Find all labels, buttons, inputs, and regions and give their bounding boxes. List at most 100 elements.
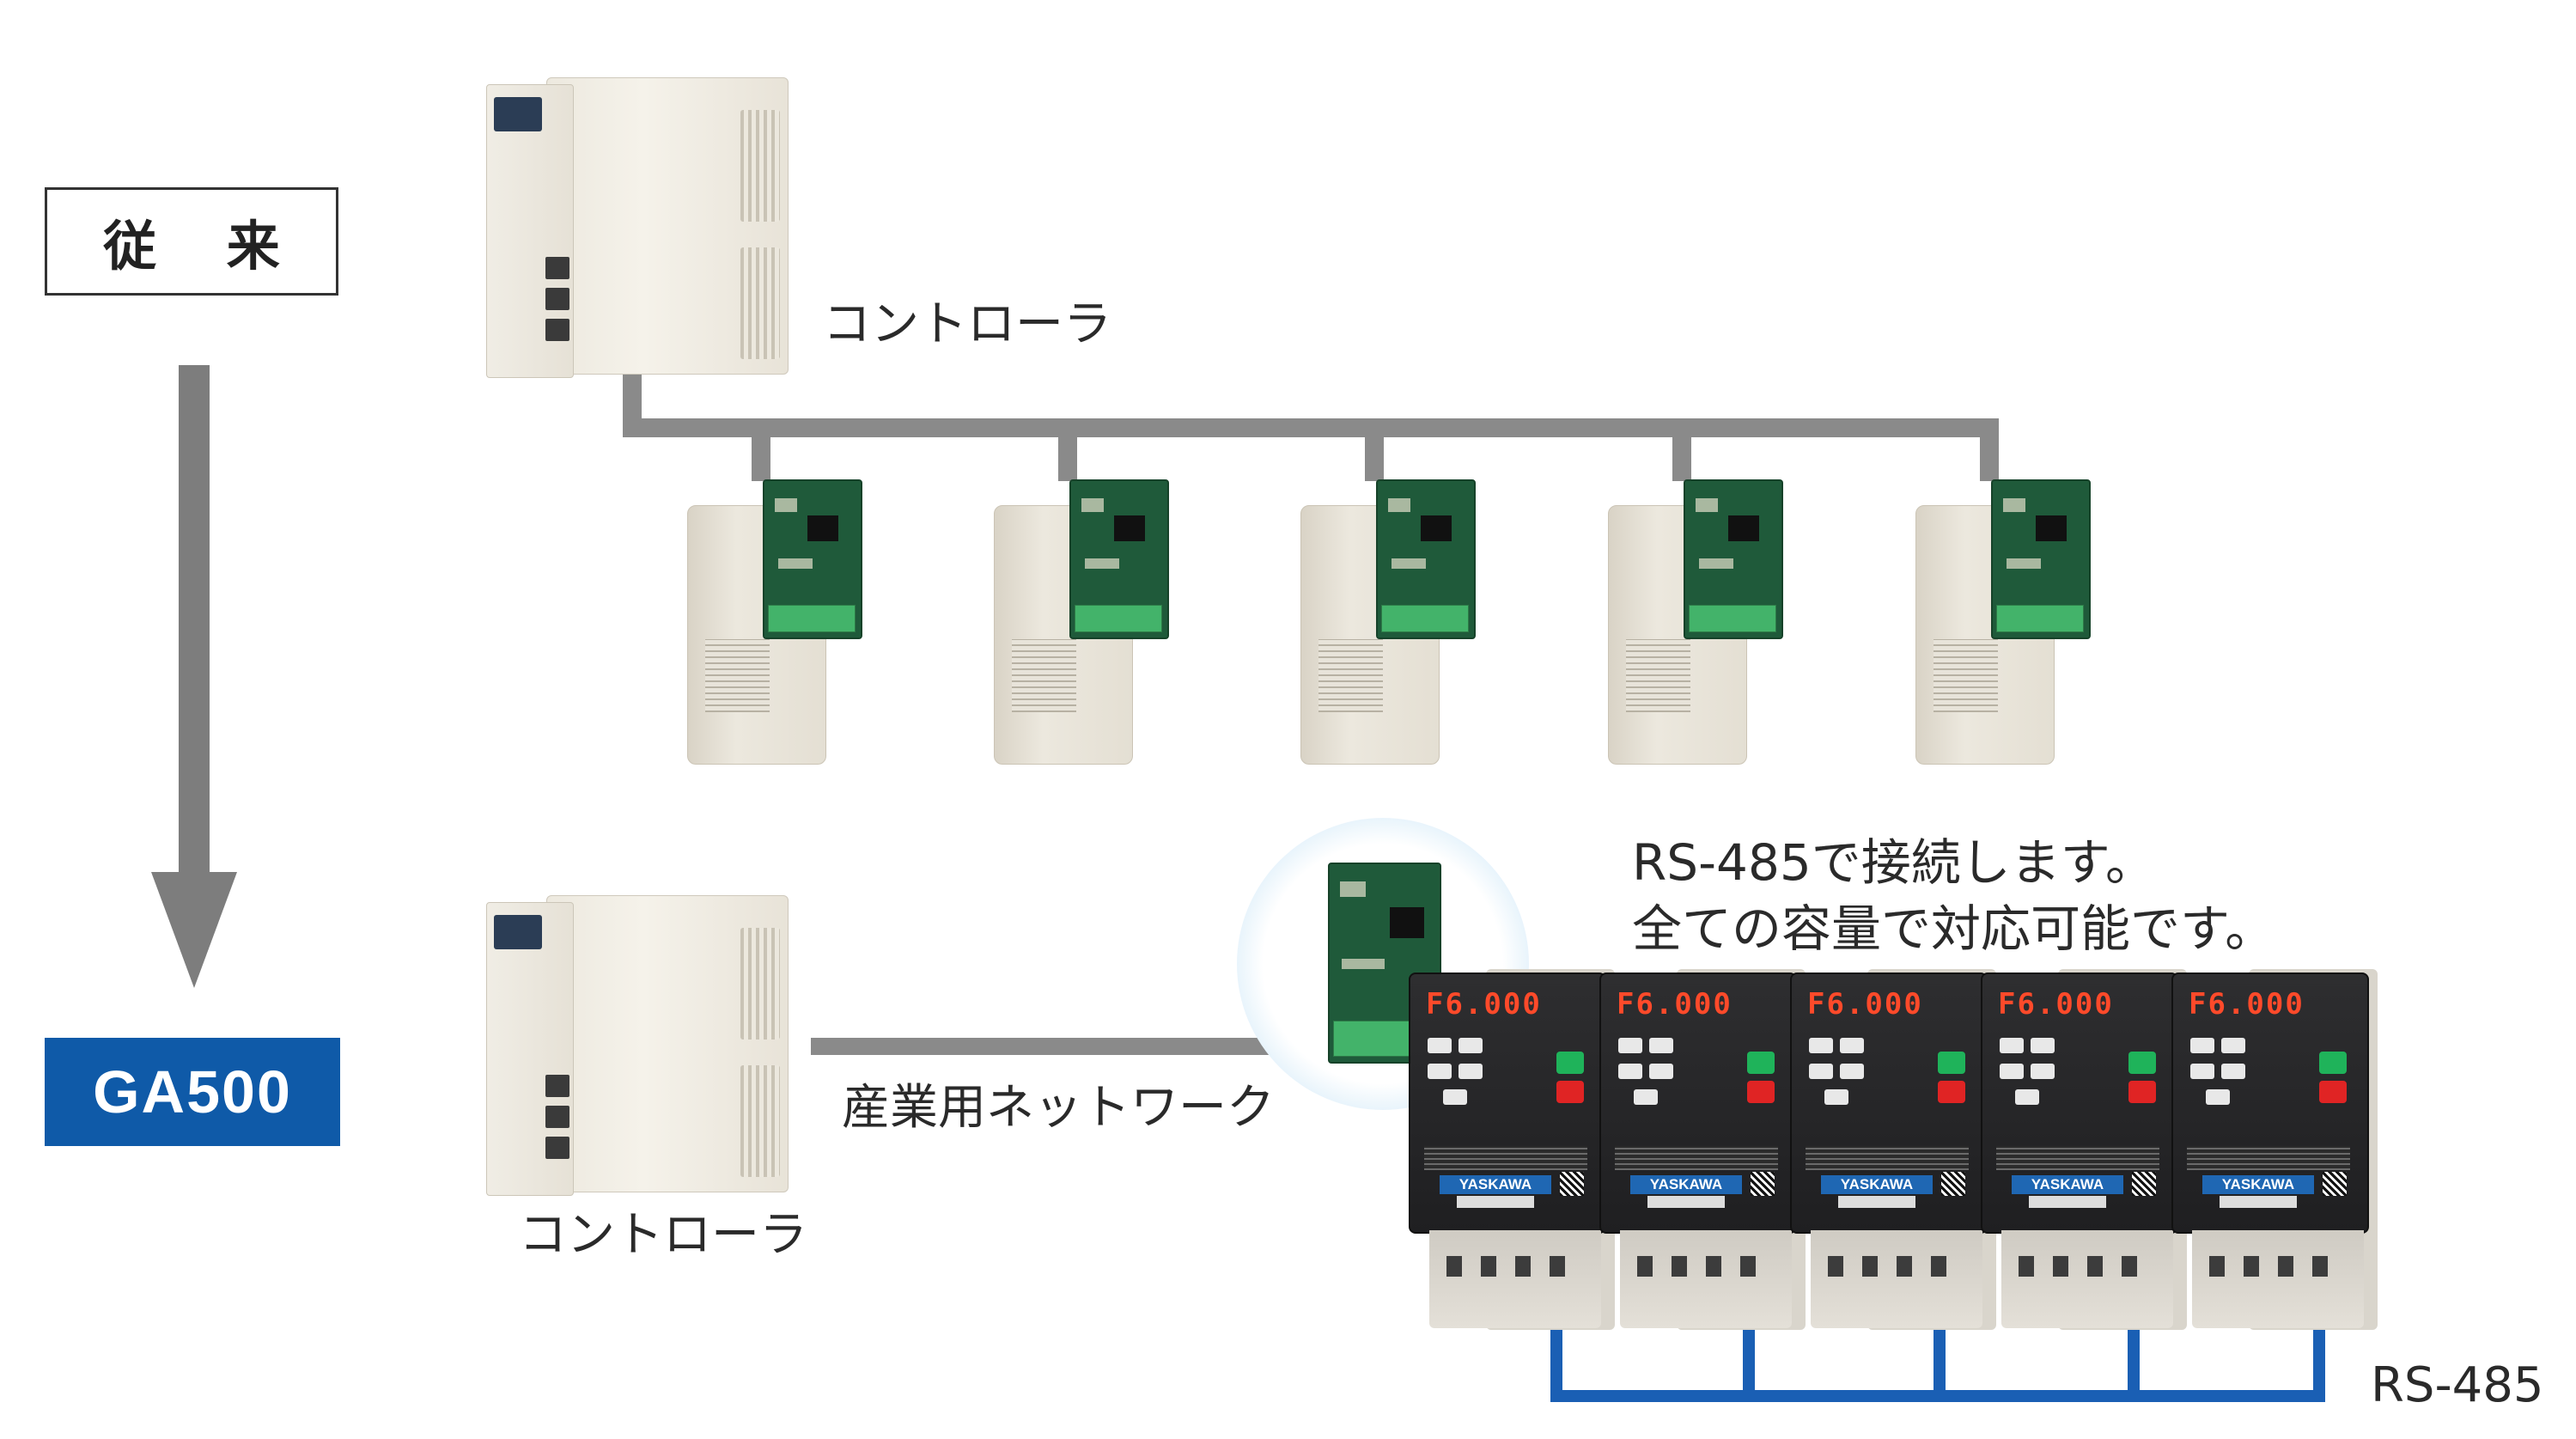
ga500-warning-label (1996, 1146, 2159, 1170)
ga500-key (1618, 1038, 1642, 1053)
yaskawa-logo: YASKAWA (1630, 1175, 1742, 1194)
option-chip (1114, 515, 1145, 541)
ga500-key (2190, 1038, 2214, 1053)
ga500-key (2190, 1064, 2214, 1079)
controller-vent (740, 928, 780, 1040)
option-component (1342, 959, 1385, 969)
controller-port (545, 319, 569, 341)
ga500-led-display: F6.000 (1617, 987, 1733, 1021)
ga500-led-display: F6.000 (1807, 987, 1923, 1021)
ga500-keypad: F6.000 YASKAWA (1599, 973, 1797, 1234)
terminal-slot (1672, 1256, 1687, 1277)
option-component (2007, 558, 2041, 569)
ga500-key (2000, 1038, 2024, 1053)
drive-label (705, 639, 770, 712)
ga500-run-key (2319, 1052, 2347, 1074)
option-chip (1421, 515, 1452, 541)
terminal-slot (2053, 1256, 2068, 1277)
ga500-keypad: F6.000 YASKAWA (1409, 973, 1606, 1234)
ga500-led-display: F6.000 (1426, 987, 1542, 1021)
controller-port (545, 1137, 569, 1159)
terminal-slot (2019, 1256, 2034, 1277)
controller-vent (740, 1065, 780, 1177)
ga500-model-plate (2220, 1196, 2297, 1208)
ga500-key (1618, 1064, 1642, 1079)
option-component (775, 498, 797, 512)
ga500-run-key (1556, 1052, 1584, 1074)
terminal-slot (1897, 1256, 1912, 1277)
terminal-slot (1515, 1256, 1531, 1277)
option-component (1085, 558, 1119, 569)
terminal-slot (1931, 1256, 1946, 1277)
controller-display (494, 97, 542, 131)
terminal-slot (1862, 1256, 1878, 1277)
option-component (1340, 881, 1366, 897)
drive-with-option-card (994, 479, 1169, 765)
ga500-model-plate (2029, 1196, 2106, 1208)
controller-top-label: コントローラ (823, 296, 1111, 352)
ga500-stop-key (1556, 1081, 1584, 1103)
ga500-qr-code (1941, 1172, 1965, 1196)
conventional-label: 従 来 (45, 187, 338, 296)
yaskawa-logo: YASKAWA (2012, 1175, 2123, 1194)
option-chip (1390, 907, 1424, 938)
ga500-key (1809, 1038, 1833, 1053)
option-component (1081, 498, 1104, 512)
callout-line-2: 全ての容量で対応可能です。 (1632, 899, 2275, 958)
option-component (2003, 498, 2025, 512)
yaskawa-logo: YASKAWA (2202, 1175, 2314, 1194)
controller-bottom (486, 885, 795, 1203)
option-terminal (1996, 605, 2084, 632)
ga500-terminal-block (2001, 1230, 2173, 1328)
option-card (763, 479, 862, 639)
drive-label (1934, 639, 1998, 712)
drive-with-option-card (687, 479, 862, 765)
ga500-model-plate (1838, 1196, 1915, 1208)
ga500-stop-key (2128, 1081, 2156, 1103)
drive-with-option-card (1915, 479, 2091, 765)
terminal-slot (1550, 1256, 1565, 1277)
transition-arrow-head (151, 872, 237, 988)
controller-port (545, 1075, 569, 1097)
drive-with-option-card (1608, 479, 1783, 765)
ga500-stop-key (1747, 1081, 1775, 1103)
ga500-key (1428, 1038, 1452, 1053)
ga500-run-key (1938, 1052, 1965, 1074)
terminal-slot (1706, 1256, 1721, 1277)
ga500-key (2221, 1064, 2245, 1079)
terminal-slot (1828, 1256, 1843, 1277)
option-component (1696, 498, 1718, 512)
option-component (1392, 558, 1426, 569)
option-terminal (1075, 605, 1162, 632)
drive-label (1626, 639, 1690, 712)
network-label: 産業用ネットワーク (842, 1080, 1275, 1136)
ga500-terminal-block (1811, 1230, 1982, 1328)
terminal-slot (1446, 1256, 1462, 1277)
ga500-qr-code (2132, 1172, 2156, 1196)
ga500-drive: F6.000 YASKAWA (2171, 969, 2378, 1333)
drive-label (1318, 639, 1383, 712)
ga500-key (1459, 1038, 1483, 1053)
ga500-key (2031, 1064, 2055, 1079)
controller-vent (740, 110, 780, 222)
ga500-key (1809, 1064, 1833, 1079)
ga500-drive: F6.000 YASKAWA (1790, 969, 1996, 1333)
controller-display (494, 915, 542, 949)
ga500-key (1459, 1064, 1483, 1079)
controller-port (545, 1106, 569, 1128)
ga500-drive: F6.000 YASKAWA (1599, 969, 1806, 1333)
terminal-slot (2087, 1256, 2103, 1277)
ga500-run-key (1747, 1052, 1775, 1074)
ga500-led-display: F6.000 (1998, 987, 2114, 1021)
ga500-key (1649, 1064, 1673, 1079)
callout-line-1: RS-485で接続します。 (1632, 833, 2155, 892)
terminal-slot (1637, 1256, 1653, 1277)
ga500-warning-label (2187, 1146, 2350, 1170)
controller-port (545, 257, 569, 279)
ga500-key (2221, 1038, 2245, 1053)
ga500-drive: F6.000 YASKAWA (1981, 969, 2187, 1333)
drive-label (1012, 639, 1076, 712)
controller-vent (740, 247, 780, 359)
ga500-label: GA500 (45, 1038, 340, 1146)
ga500-key (1840, 1064, 1864, 1079)
